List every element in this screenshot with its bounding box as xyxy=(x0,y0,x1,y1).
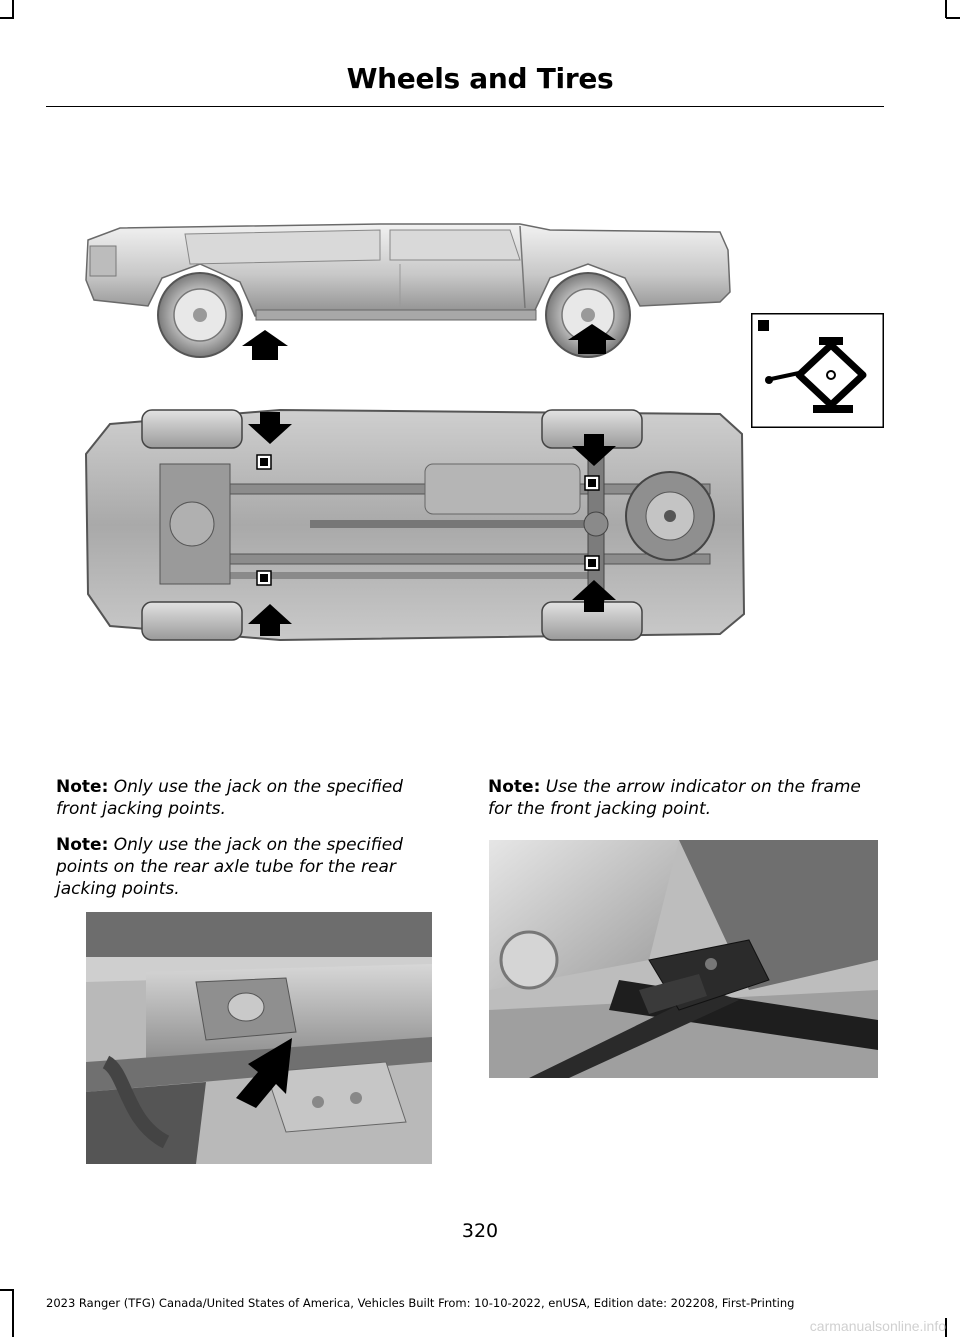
crop-mark xyxy=(945,0,947,18)
note-front-jacking: Note: Only use the jack on the specified… xyxy=(56,776,436,820)
note-rear-jacking: Note: Only use the jack on the specified… xyxy=(56,834,436,900)
crop-mark xyxy=(0,17,14,19)
note-text: Only use the jack on the specified front… xyxy=(56,777,403,819)
note-label: Note: xyxy=(56,777,109,797)
page-number: 320 xyxy=(461,1220,499,1242)
note-frame-arrow: Note: Use the arrow indicator on the fra… xyxy=(488,776,888,820)
notes-right: Note: Use the arrow indicator on the fra… xyxy=(488,776,888,834)
scissor-jack-icon xyxy=(751,313,884,428)
notes-left: Note: Only use the jack on the specified… xyxy=(56,776,436,914)
crop-mark xyxy=(12,1290,14,1337)
note-label: Note: xyxy=(56,835,109,855)
note-text: Only use the jack on the specified point… xyxy=(56,835,403,899)
edition-footer: 2023 Ranger (TFG) Canada/United States o… xyxy=(46,1296,795,1310)
rear-axle-jacking-point-icon xyxy=(86,912,432,1164)
front-frame-jacking-point-icon xyxy=(489,840,878,1078)
crop-mark xyxy=(945,1318,947,1337)
crop-mark xyxy=(946,17,960,19)
crop-mark xyxy=(12,0,14,18)
note-label: Note: xyxy=(488,777,541,797)
note-text: Use the arrow indicator on the frame for… xyxy=(488,777,861,819)
title-rule xyxy=(46,106,884,107)
page-title: Wheels and Tires xyxy=(346,62,614,95)
crop-mark xyxy=(0,1289,14,1291)
vehicle-underside-view-icon xyxy=(80,404,750,644)
vehicle-side-view-icon xyxy=(80,220,750,370)
watermark: carmanualsonline.info xyxy=(809,1318,946,1334)
